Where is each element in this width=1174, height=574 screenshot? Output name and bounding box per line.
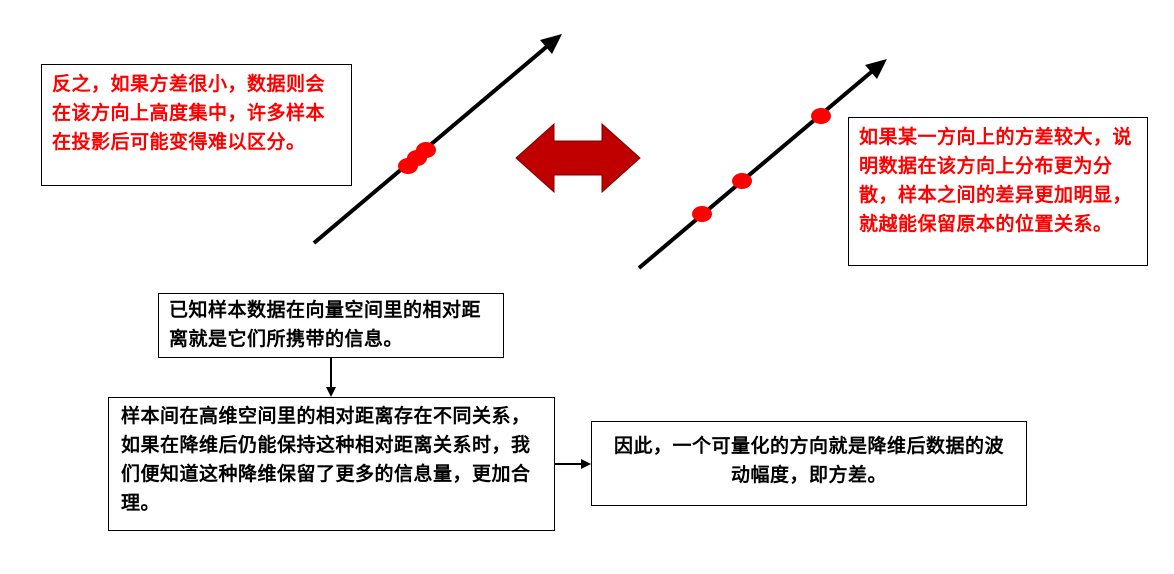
right-point-3	[811, 108, 831, 124]
right-projection-axis	[637, 61, 884, 270]
small-variance-textbox: 反之，如果方差很小，数据则会在该方向上高度集中，许多样本在投影后可能变得难以区分…	[41, 64, 352, 186]
relation-text: 样本间在高维空间里的相对距离存在不同关系，如果在降维后仍能保持这种相对距离关系时…	[121, 405, 531, 514]
right-point-2	[732, 173, 752, 189]
left-projection-axis	[312, 36, 559, 245]
relation-textbox: 样本间在高维空间里的相对距离存在不同关系，如果在降维后仍能保持这种相对距离关系时…	[108, 397, 555, 531]
conclusion-textbox: 因此，一个可量化的方向就是降维后数据的波动幅度，即方差。	[591, 421, 1027, 506]
right-point-1	[692, 206, 712, 222]
conclusion-text: 因此，一个可量化的方向就是降维后数据的波动幅度，即方差。	[613, 435, 1004, 486]
double-arrow	[515, 122, 641, 194]
left-axis-arrowhead	[540, 34, 562, 54]
large-variance-textbox: 如果某一方向上的方差较大，说明数据在该方向上分布更为分散，样本之间的差异更加明显…	[848, 117, 1148, 266]
left-point-3	[416, 142, 436, 158]
known-info-text: 已知样本数据在向量空间里的相对距离就是它们所携带的信息。	[169, 299, 482, 350]
large-variance-text: 如果某一方向上的方差较大，说明数据在该方向上分布更为分散，样本之间的差异更加明显…	[859, 126, 1133, 235]
known-info-textbox: 已知样本数据在向量空间里的相对距离就是它们所携带的信息。	[158, 293, 504, 358]
small-variance-text: 反之，如果方差很小，数据则会在该方向上高度集中，许多样本在投影后可能变得难以区分…	[52, 73, 326, 153]
right-axis-arrowhead	[865, 59, 887, 79]
